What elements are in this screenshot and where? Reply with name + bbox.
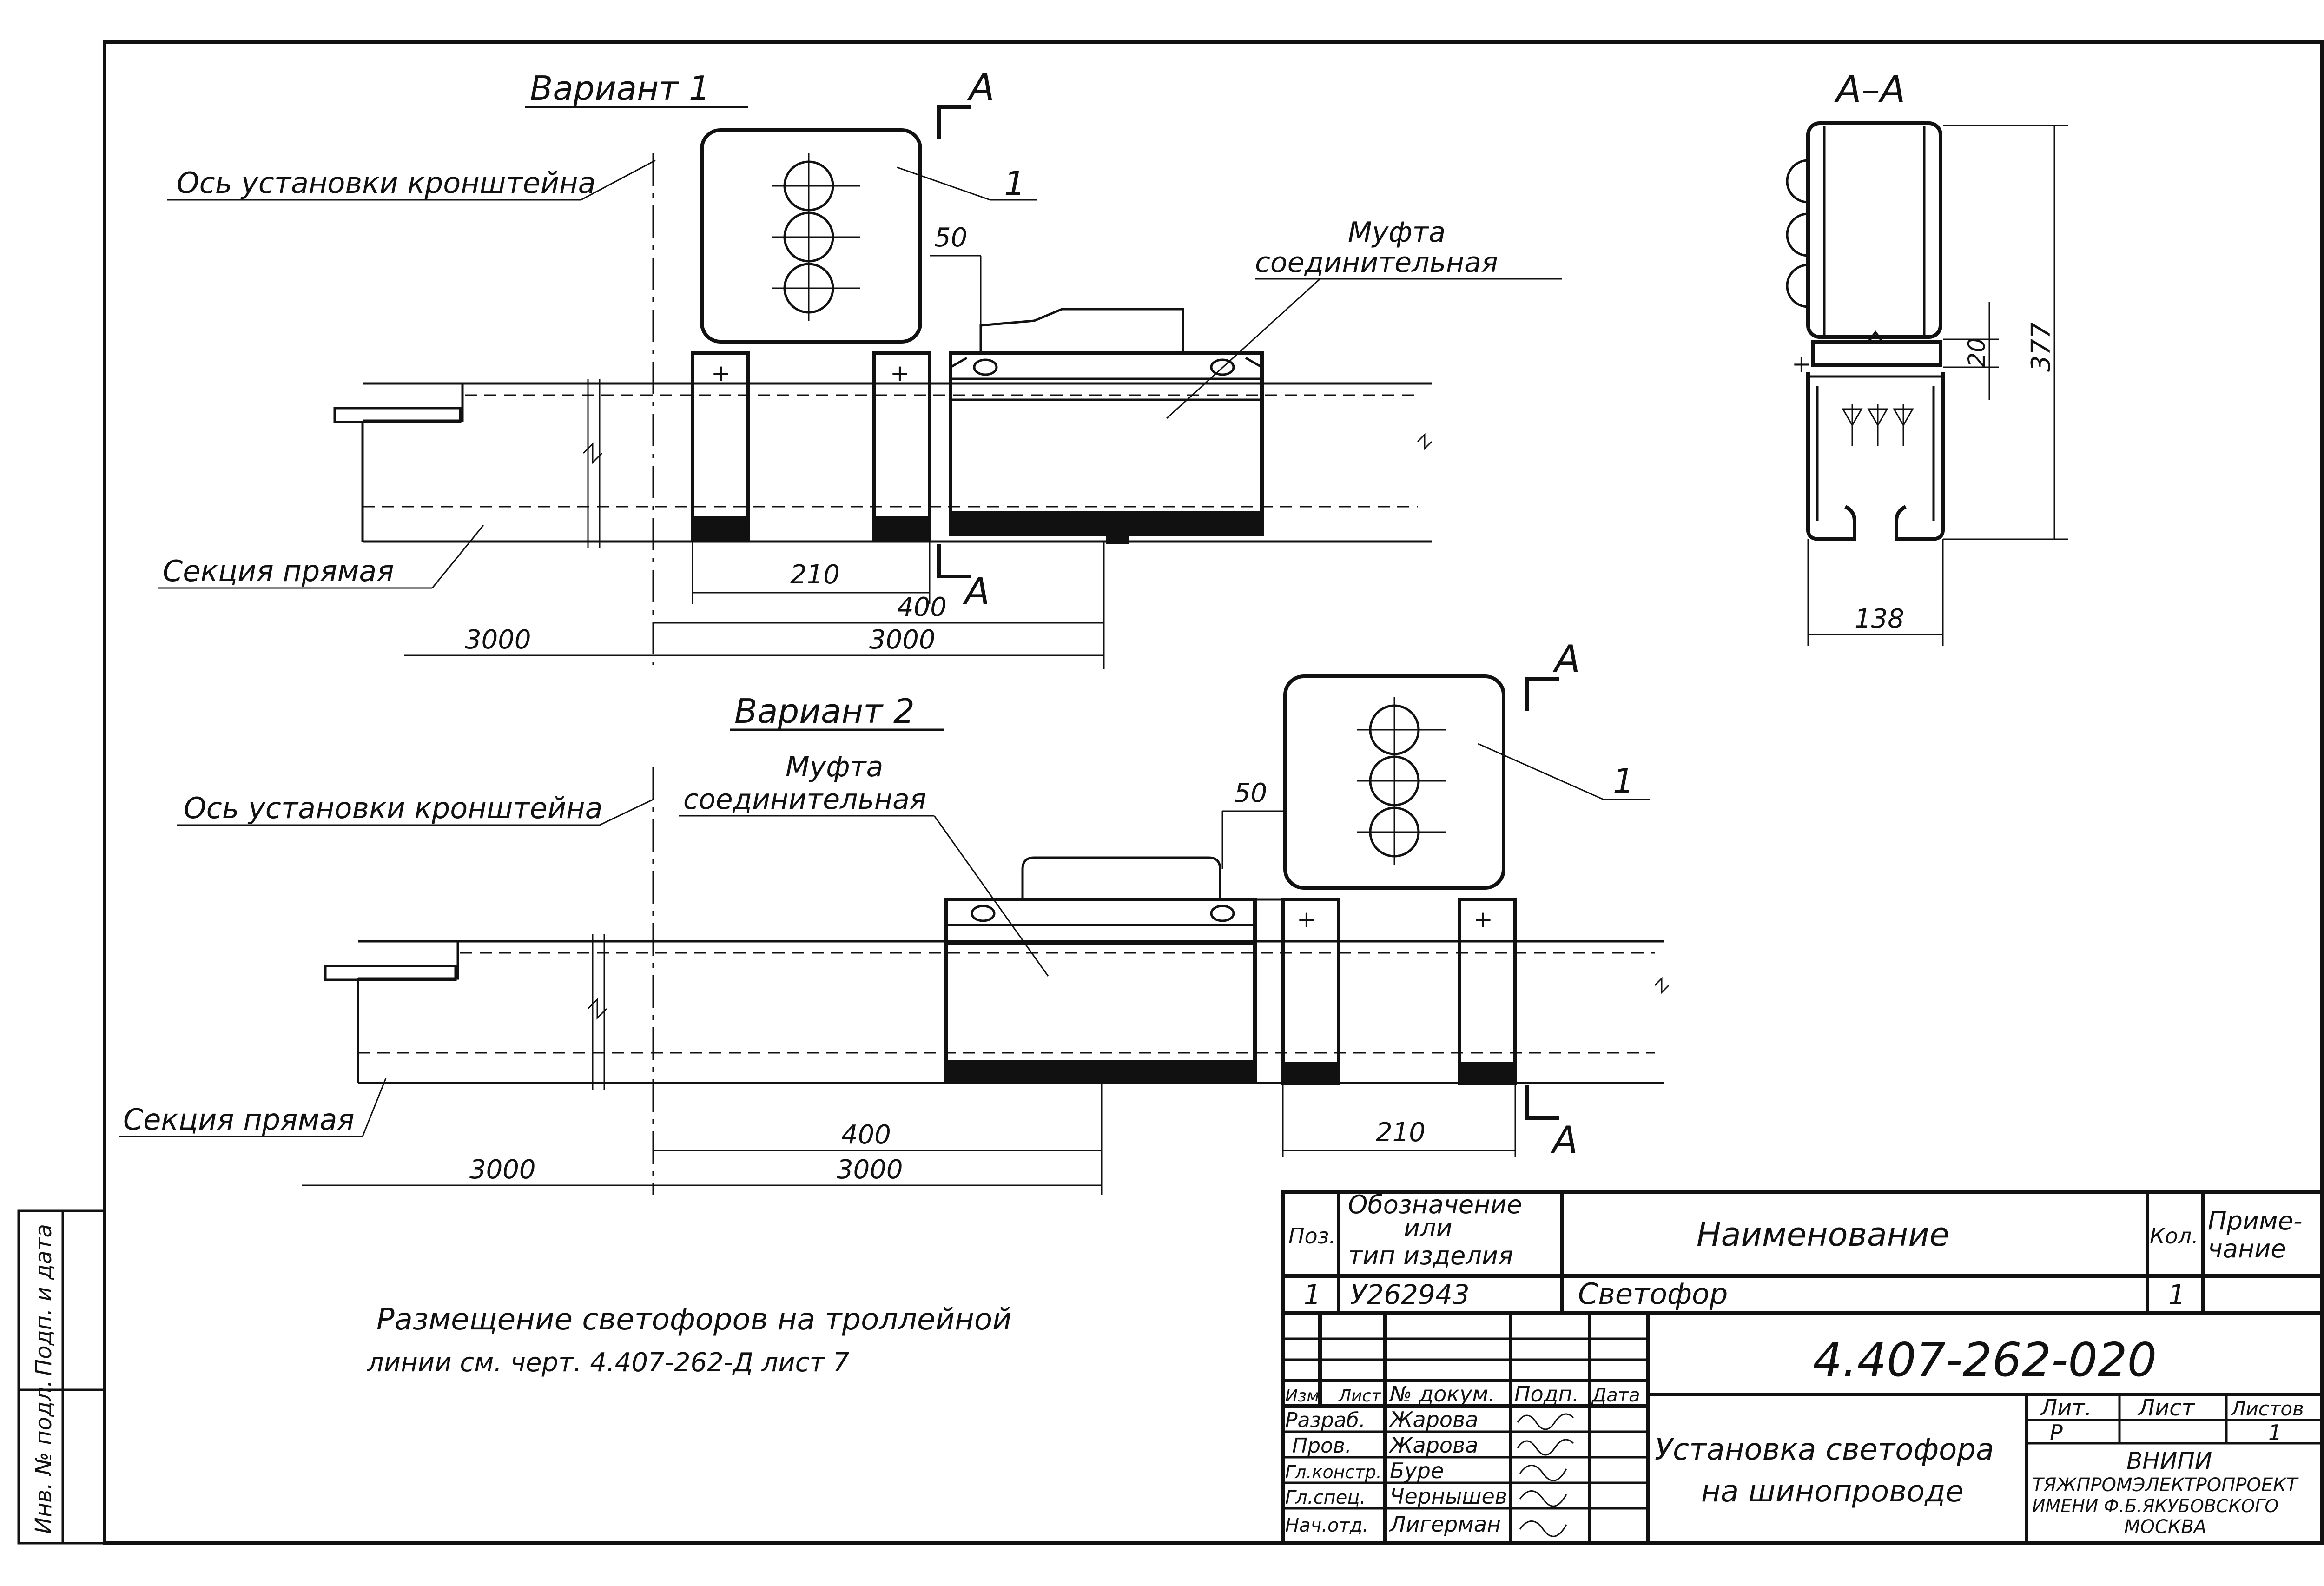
tb-name-1: Жарова (1388, 1433, 1478, 1458)
variant-2-dim-offset: 400 (841, 1120, 891, 1150)
svg-text:+: + (1297, 906, 1316, 933)
svg-text:+: + (711, 360, 731, 387)
tb-stage-lit-value: Р (2050, 1420, 2063, 1445)
section-view-dim-height: 377 (2026, 322, 2056, 372)
variant-2-drawing: Вариант 2 Ось установки кронштейна (119, 637, 1670, 1195)
tb-col-sign: Подп. (1514, 1381, 1579, 1407)
variant-1-dim-legs: 210 (790, 560, 840, 590)
variant-1-traffic-light: + + (691, 128, 931, 541)
variant-1-title: Вариант 1 (530, 69, 710, 108)
variant-1-drawing: Вариант 1 Ось установки кронштейна (158, 66, 1562, 669)
tb-org-1: ТЯЖПРОМЭЛЕКТРОПРОЕКТ (2032, 1474, 2299, 1496)
tb-col-list: Лист (1338, 1387, 1381, 1406)
variant-2-callout: 1 (1613, 761, 1634, 800)
variant-1-dim-left: 3000 (465, 625, 531, 655)
title-doc-number: 4.407-262-020 (1813, 1333, 2157, 1387)
variant-1-dimensions: 50 210 400 3000 3000 (404, 223, 1105, 669)
variant-1-dim-offset: 400 (897, 592, 947, 622)
spec-header-designation-3: тип изделия (1348, 1241, 1513, 1270)
variant-1-dim-gap: 50 (934, 223, 967, 253)
tb-role-0: Разраб. (1285, 1408, 1366, 1432)
tb-stage-sheets-value: 1 (2268, 1420, 2282, 1445)
spec-header-designation-1: Обозначение (1348, 1190, 1522, 1219)
tb-stage-sheet: Лист (2137, 1395, 2196, 1421)
variant-2-coupling-label-2: соединительная (683, 783, 926, 816)
spec-header-note-2: чание (2208, 1234, 2286, 1263)
section-a-a-view: A–A + 377 20 138 (1786, 68, 2068, 646)
spec-header-note-1: Приме- (2208, 1206, 2302, 1236)
variant-2-dim-gap: 50 (1234, 778, 1267, 808)
section-view-title: A–A (1834, 68, 1905, 111)
tb-col-date: Дата (1591, 1385, 1640, 1406)
tb-name-0: Жарова (1388, 1407, 1478, 1432)
variant-2-axis-label: Ось установки кронштейна (184, 791, 603, 825)
variant-1-coupling-label-2: соединительная (1255, 246, 1498, 279)
variant-2-dim-right: 3000 (837, 1155, 903, 1185)
variant-1-busbar (333, 379, 1433, 548)
tb-role-1: Пров. (1292, 1434, 1352, 1458)
tb-role-2: Гл.констр. (1285, 1462, 1382, 1482)
variant-1-section-marker-top: A (967, 66, 995, 109)
spec-header-name: Наименование (1697, 1216, 1949, 1254)
variant-2-busbar (324, 934, 1670, 1090)
tb-org-0: ВНИПИ (2126, 1447, 2212, 1474)
tb-stage-sheets: Листов (2230, 1397, 2304, 1420)
variant-1-section-label: Секция прямая (163, 554, 394, 588)
note-line-1: Размещение светофоров на троллейной (376, 1302, 1012, 1337)
sheet-frame (17, 40, 2324, 1545)
tb-col-izm: Изм. (1285, 1387, 1325, 1406)
spec-row-designation: У262943 (1350, 1279, 1470, 1310)
variant-1-section-marker-bottom: A (962, 570, 990, 613)
variant-2-dim-left: 3000 (469, 1155, 536, 1185)
variant-1-coupling (949, 308, 1264, 544)
variant-2-coupling-label-1: Муфта (786, 751, 883, 783)
variant-2-dimensions: 50 210 400 3000 3000 (302, 778, 1516, 1195)
title-line-1: Установка светофора (1655, 1433, 1994, 1467)
tb-col-doc: № докум. (1388, 1381, 1495, 1407)
variant-2-coupling (944, 856, 1283, 1083)
variant-2-title: Вариант 2 (734, 692, 915, 731)
variant-2-traffic-light: + + (1281, 674, 1517, 1085)
spec-row-name: Светофор (1578, 1277, 1728, 1311)
variant-2-section-label: Секция прямая (123, 1103, 355, 1137)
tb-name-2: Буре (1390, 1458, 1444, 1483)
title-block (1281, 1311, 2324, 1545)
tb-name-4: Лигерман (1389, 1512, 1501, 1537)
variant-2-section-marker-top: A (1552, 637, 1580, 681)
variant-1-callout: 1 (1004, 164, 1025, 203)
variant-1-coupling-label-1: Муфта (1348, 216, 1446, 249)
tb-name-3: Чернышев (1390, 1484, 1507, 1509)
tb-stage-lit: Лит. (2040, 1395, 2092, 1421)
section-view-dim-small: 20 (1963, 337, 1990, 367)
variant-2-dim-legs: 210 (1376, 1117, 1426, 1148)
tb-org-2: ИМЕНИ Ф.Б.ЯКУБОВСКОГО (2032, 1496, 2278, 1516)
section-view-dim-width: 138 (1855, 604, 1904, 634)
note-line-2: линии см. черт. 4.407-262-Д лист 7 (367, 1348, 850, 1378)
spec-row-qty: 1 (2168, 1279, 2185, 1310)
variant-2-section-marker-bottom: A (1550, 1118, 1578, 1162)
spec-header-designation-2: или (1404, 1213, 1452, 1242)
variant-1-axis-label: Ось установки кронштейна (177, 166, 596, 200)
tb-role-4: Нач.отд. (1285, 1515, 1368, 1536)
svg-text:+: + (1473, 906, 1493, 933)
margin-label-inv: Инв. № подл. (31, 1380, 57, 1534)
svg-text:+: + (890, 360, 910, 387)
spec-row-pos: 1 (1304, 1279, 1321, 1310)
tb-role-3: Гл.спец. (1285, 1487, 1366, 1508)
margin-label-sign: Подп. и дата (31, 1224, 57, 1376)
tb-org-3: МОСКВА (2124, 1516, 2206, 1538)
spec-header-qty: Кол. (2150, 1223, 2199, 1249)
variant-1-dim-right: 3000 (869, 625, 936, 655)
title-line-2: на шинопроводе (1701, 1474, 1964, 1509)
spec-header-pos: Поз. (1288, 1223, 1336, 1249)
